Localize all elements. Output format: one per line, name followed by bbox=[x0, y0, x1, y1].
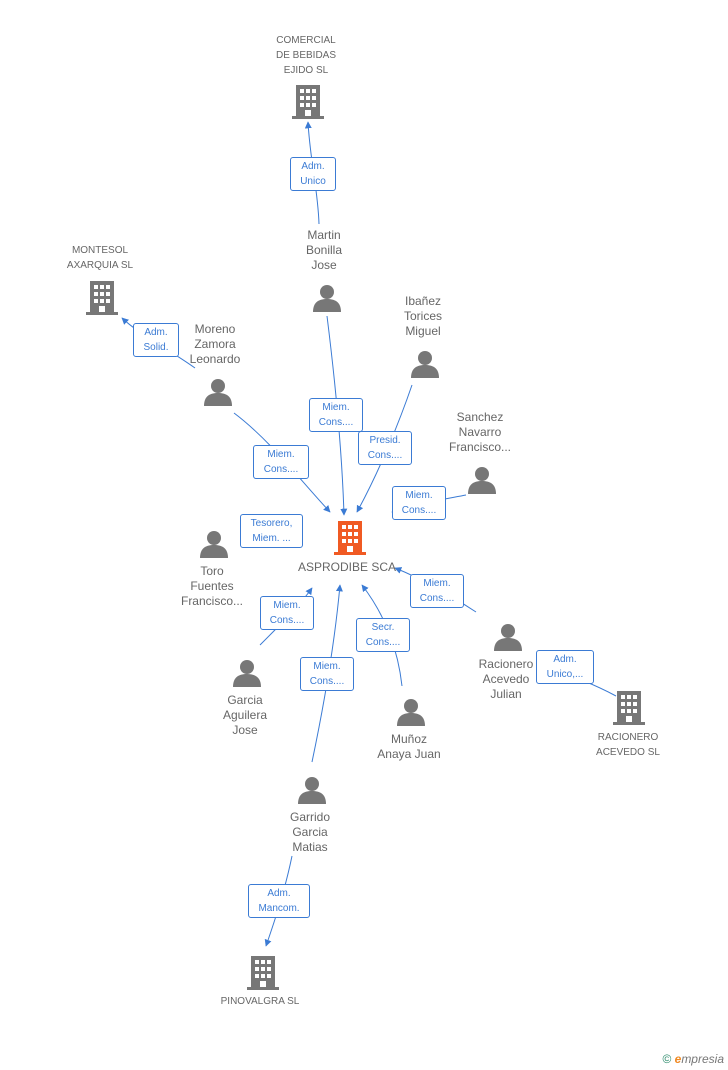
role-badge-miem-cons[interactable]: Miem. Cons.... bbox=[260, 596, 314, 630]
person-label: Martin Bonilla Jose bbox=[305, 228, 343, 272]
role-badge-miem-cons[interactable]: Miem. Cons.... bbox=[410, 574, 464, 608]
building-icon bbox=[334, 521, 366, 555]
person-icon bbox=[204, 379, 232, 406]
role-badge-tesorero-miem[interactable]: Tesorero, Miem. ... bbox=[240, 514, 303, 548]
brand-initial: e bbox=[674, 1052, 682, 1066]
person-label: Ibañez Torices Miguel bbox=[403, 294, 442, 338]
company-label: RACIONERO ACEVEDO SL bbox=[596, 732, 660, 758]
company-label: MONTESOL AXARQUIA SL bbox=[66, 245, 134, 271]
role-badge-miem-cons[interactable]: Miem. Cons.... bbox=[309, 398, 363, 432]
person-icon bbox=[233, 660, 261, 687]
person-label: Sanchez Navarro Francisco... bbox=[448, 410, 511, 454]
role-badge-miem-cons[interactable]: Miem. Cons.... bbox=[300, 657, 354, 691]
person-icon bbox=[200, 531, 228, 558]
empresia-watermark: © empresia bbox=[662, 1052, 724, 1066]
main-company-label: ASPRODIBE SCA bbox=[297, 560, 397, 574]
role-badge-adm-unico[interactable]: Adm. Unico bbox=[290, 157, 336, 191]
person-icon bbox=[397, 699, 425, 726]
role-badge-adm-solid[interactable]: Adm. Solid. bbox=[133, 323, 179, 357]
person-label: Garcia Aguilera Jose bbox=[222, 693, 268, 737]
person-label: Moreno Zamora Leonardo bbox=[189, 322, 241, 366]
role-badge-miem-cons[interactable]: Miem. Cons.... bbox=[253, 445, 309, 479]
person-icon bbox=[411, 351, 439, 378]
role-badge-secr-cons[interactable]: Secr. Cons.... bbox=[356, 618, 410, 652]
building-icon bbox=[613, 691, 645, 725]
role-badge-miem-cons[interactable]: Miem. Cons.... bbox=[392, 486, 446, 520]
person-label: Racionero Acevedo Julian bbox=[478, 657, 534, 701]
role-badge-adm-unico[interactable]: Adm. Unico,... bbox=[536, 650, 594, 684]
person-label: Toro Fuentes Francisco... bbox=[180, 564, 243, 608]
copyright-symbol: © bbox=[662, 1052, 672, 1066]
person-icon bbox=[494, 624, 522, 651]
building-icon bbox=[86, 281, 118, 315]
person-icon bbox=[468, 467, 496, 494]
building-icon bbox=[247, 956, 279, 990]
company-label: PINOVALGRA SL bbox=[220, 996, 300, 1007]
role-badge-presid-cons[interactable]: Presid. Cons.... bbox=[358, 431, 412, 465]
company-label: COMERCIAL DE BEBIDAS EJIDO SL bbox=[275, 35, 337, 76]
building-icon bbox=[292, 85, 324, 119]
person-icon bbox=[298, 777, 326, 804]
role-badge-adm-mancom[interactable]: Adm. Mancom. bbox=[248, 884, 310, 918]
brand-name: mpresia bbox=[681, 1052, 724, 1066]
person-label: Muñoz Anaya Juan bbox=[377, 732, 441, 761]
person-icon bbox=[313, 285, 341, 312]
person-label: Garrido Garcia Matias bbox=[289, 810, 330, 854]
